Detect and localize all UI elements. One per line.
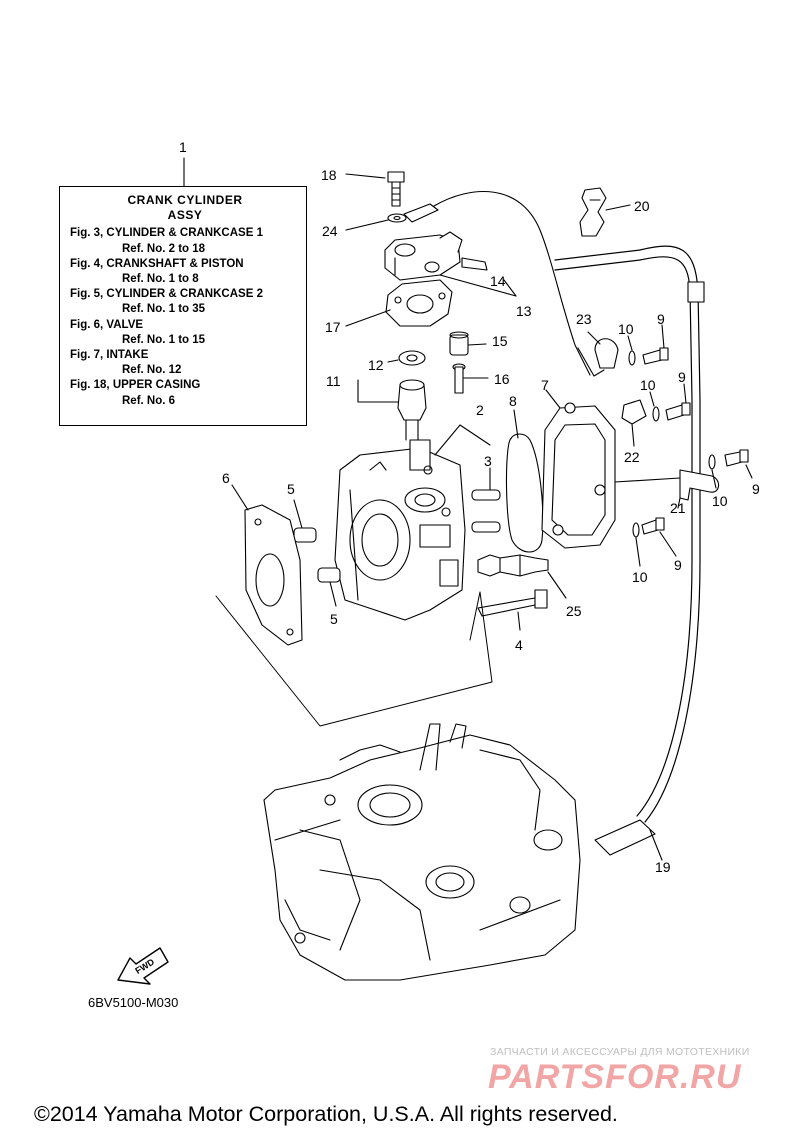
part-13-thermostat-cover (384, 231, 463, 281)
callout-22: 22 (624, 449, 640, 465)
legend-fig: Fig. 4, CRANKSHAFT & PISTON (70, 257, 244, 270)
part-5-dowel-a (293, 527, 317, 543)
callout-5a: 5 (287, 481, 295, 497)
legend-ref: Ref. No. 2 to 18 (122, 242, 206, 255)
part-9-bolts (641, 347, 749, 535)
diagram-code: 6BV5100-M030 (88, 995, 179, 1010)
callout-6: 6 (222, 470, 230, 486)
callout-10b: 10 (640, 377, 656, 393)
callout-16: 16 (494, 371, 510, 387)
callout-9a: 9 (657, 311, 665, 327)
callout-13: 13 (516, 303, 532, 319)
legend-ref: Ref. No. 1 to 35 (122, 303, 206, 316)
copyright-notice: ©2014 Yamaha Motor Corporation, U.S.A. A… (34, 1102, 618, 1126)
callout-7: 7 (541, 377, 549, 393)
callout-20: 20 (634, 198, 650, 214)
callout-10a: 10 (618, 321, 634, 337)
part-3-dowel-b (471, 521, 501, 533)
legend-fig: Fig. 6, VALVE (70, 318, 144, 331)
crankcase-lower (263, 723, 581, 981)
callout-5b: 5 (330, 611, 338, 627)
callout-4: 4 (515, 637, 523, 653)
part-20-clip (579, 187, 607, 237)
legend-fig: Fig. 5, CYLINDER & CRANKCASE 2 (70, 288, 263, 301)
callout-1: 1 (179, 139, 187, 155)
part-12-seal (398, 350, 426, 366)
legend-ref: Ref. No. 1 to 8 (122, 273, 199, 286)
legend-subtitle: ASSY (167, 208, 203, 223)
callout-25: 25 (566, 603, 582, 619)
callout-15: 15 (492, 333, 508, 349)
part-8-gasket (505, 433, 544, 553)
legend-fig: Fig. 18, UPPER CASING (70, 379, 201, 392)
part-11-thermostat (397, 379, 427, 441)
callout-10c: 10 (712, 493, 728, 509)
part-10-washers (628, 350, 716, 538)
part-17-gasket (385, 279, 453, 327)
part-15-pin (449, 331, 469, 356)
fwd-arrow-icon (117, 947, 169, 985)
callout-18: 18 (321, 167, 337, 183)
callout-3: 3 (484, 453, 492, 469)
part-22-clip (621, 399, 647, 425)
callout-8: 8 (509, 393, 517, 409)
callout-10d: 10 (632, 569, 648, 585)
legend-fig: Fig. 3, CYLINDER & CRANKCASE 1 (70, 227, 263, 240)
part-23-clip (594, 338, 619, 369)
callout-9c: 9 (752, 481, 760, 497)
part-5-dowel-b (317, 567, 341, 583)
watermark-tagline: ЗАПЧАСТИ И АКСЕССУАРЫ ДЛЯ МОТОТЕХНИКИ (490, 1046, 750, 1058)
watermark-brand: PARTSFOR.RU (488, 1058, 742, 1096)
callout-24: 24 (322, 223, 338, 239)
callout-9b: 9 (678, 369, 686, 385)
part-25-spark-plug (477, 554, 549, 577)
part-18-bolt (387, 171, 405, 207)
callout-19: 19 (655, 859, 671, 875)
assembly-legend: CRANK CYLINDER ASSY Fig. 3, CYLINDER & C… (59, 186, 307, 426)
callout-17: 17 (325, 319, 341, 335)
part-3-dowel-a (471, 489, 501, 501)
callout-23: 23 (576, 311, 592, 327)
part-2-cylinder-head (334, 439, 466, 621)
callout-21: 21 (670, 500, 686, 516)
callout-14: 14 (490, 273, 506, 289)
callout-12: 12 (368, 357, 384, 373)
callout-2: 2 (476, 402, 484, 418)
legend-ref: Ref. No. 6 (122, 394, 176, 407)
part-7-cover (541, 402, 616, 549)
part-16-bolt (452, 363, 466, 394)
legend-fig: Fig. 7, INTAKE (70, 349, 149, 362)
legend-ref: Ref. No. 12 (122, 364, 182, 377)
legend-ref: Ref. No. 1 to 15 (122, 333, 206, 346)
part-6-gasket (244, 504, 303, 646)
part-4-bolt (477, 589, 548, 617)
callout-9d: 9 (674, 557, 682, 573)
part-24-washer (387, 213, 407, 223)
legend-title: CRANK CYLINDER (127, 193, 243, 207)
callout-11: 11 (326, 373, 341, 389)
